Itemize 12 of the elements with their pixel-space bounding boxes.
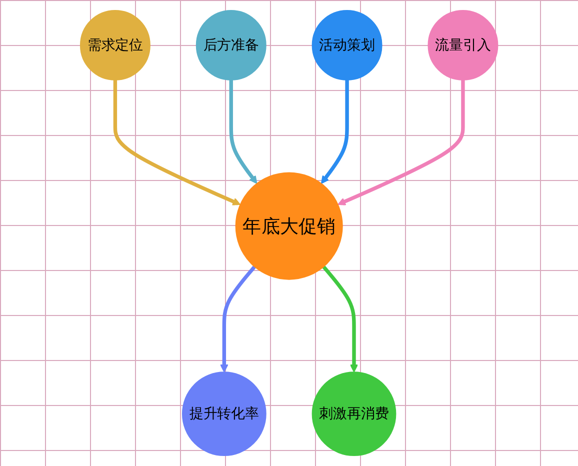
- node-circle: 提升转化率: [182, 372, 266, 456]
- arrow: [229, 80, 258, 184]
- arrow: [113, 80, 241, 206]
- node-circle: 流量引入: [428, 10, 498, 80]
- node-circle: 后方准备: [196, 10, 266, 80]
- node-circle: 活动策划: [312, 10, 382, 80]
- node-circle: 刺激再消费: [312, 372, 396, 456]
- arrow: [337, 80, 465, 206]
- node-circle: 年底大促销: [235, 172, 343, 280]
- arrow: [320, 80, 349, 184]
- arrow: [220, 266, 256, 372]
- node-circle: 需求定位: [80, 10, 150, 80]
